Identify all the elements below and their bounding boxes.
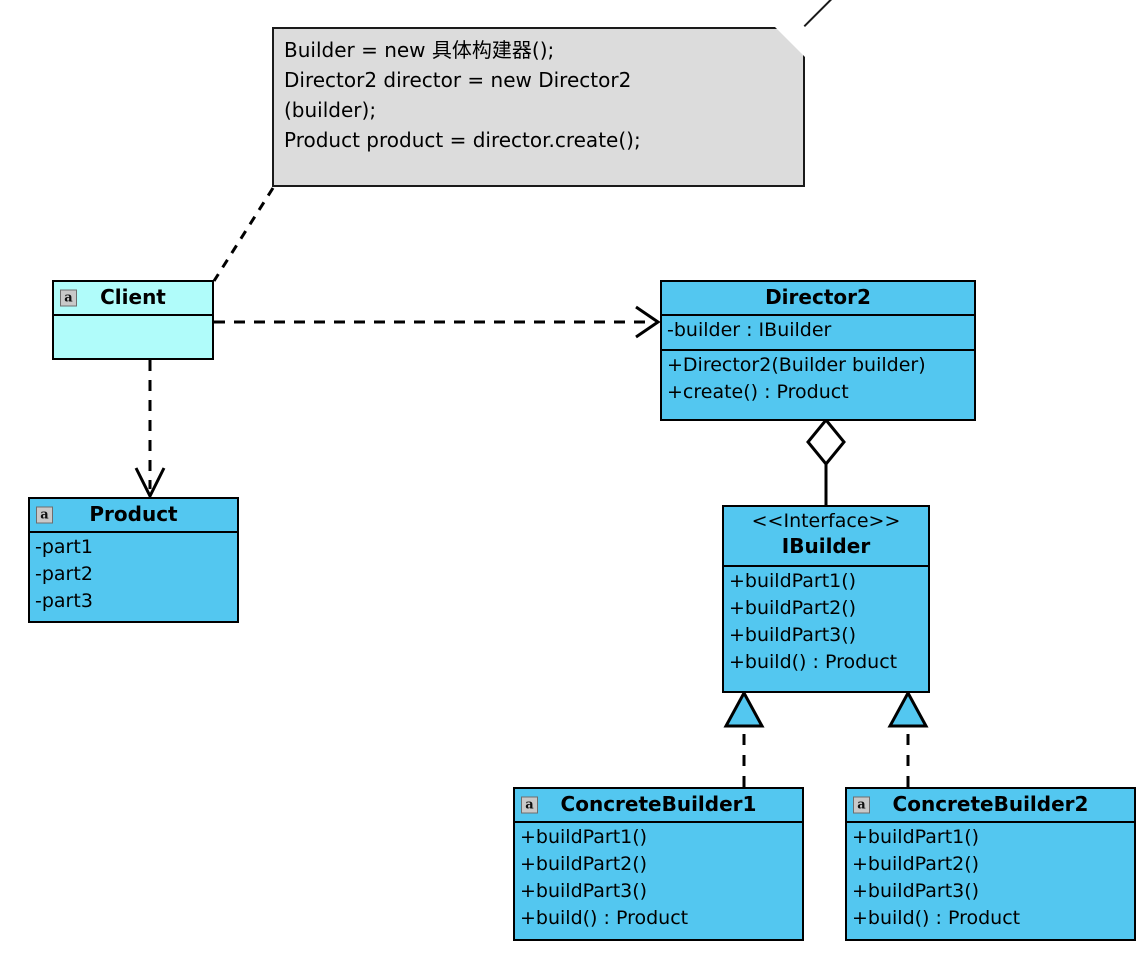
class-name-concretebuilder2: ConcreteBuilder2 (892, 792, 1089, 816)
class-box-product[interactable]: a Product -part1 -part2 -part3 (28, 497, 239, 623)
operation-row: +build() : Product (852, 907, 1021, 929)
class-operations-director2: +Director2(Builder builder) +create() : … (662, 349, 974, 409)
class-operations-concretebuilder1: +buildPart1() +buildPart2() +buildPart3(… (515, 821, 802, 935)
code-note: Builder = new 具体构建器(); Director2 directo… (272, 0, 836, 187)
operation-row: +build() : Product (520, 907, 689, 929)
operation-row: +buildPart2() (729, 597, 857, 619)
arrowhead-client-director2 (635, 305, 661, 339)
class-a-icon: a (521, 796, 538, 814)
class-header-concretebuilder2: a ConcreteBuilder2 (847, 789, 1134, 821)
arrowhead-client-product (134, 467, 166, 500)
operation-row: +buildPart2() (520, 853, 648, 875)
operation-row: +buildPart1() (520, 826, 648, 848)
note-line: Builder = new 具体构建器(); (284, 38, 555, 62)
operation-row: +Director2(Builder builder) (667, 354, 926, 376)
class-operations-concretebuilder2: +buildPart1() +buildPart2() +buildPart3(… (847, 821, 1134, 935)
operation-row: +buildPart3() (852, 880, 980, 902)
class-box-director2[interactable]: Director2 -builder : IBuilder +Director2… (660, 280, 976, 421)
note-fold-line-icon (803, 0, 836, 27)
attribute-row: -part2 (35, 563, 93, 585)
edge-note-anchor-client (212, 187, 275, 282)
operation-row: +create() : Product (667, 381, 849, 403)
class-name-client: Client (100, 285, 166, 309)
operation-row: +buildPart3() (729, 624, 857, 646)
class-header-client: a Client (54, 282, 212, 314)
class-header-director2: Director2 (662, 282, 974, 314)
class-name-director2: Director2 (765, 285, 871, 309)
class-stereotype-ibuilder: <<Interface>> (751, 510, 901, 532)
class-a-icon: a (853, 796, 870, 814)
attribute-row: -builder : IBuilder (667, 319, 832, 341)
class-box-ibuilder[interactable]: <<Interface>> IBuilder +buildPart1() +bu… (722, 505, 930, 693)
note-line: Director2 director = new Director2 (284, 68, 632, 92)
class-attributes-product: -part1 -part2 -part3 (30, 531, 237, 618)
attribute-row: -part1 (35, 536, 93, 558)
class-a-icon: a (36, 506, 53, 524)
class-header-concretebuilder1: a ConcreteBuilder1 (515, 789, 802, 821)
operation-row: +buildPart2() (852, 853, 980, 875)
class-operations-ibuilder: +buildPart1() +buildPart2() +buildPart3(… (724, 565, 928, 679)
class-attributes-director2: -builder : IBuilder (662, 314, 974, 349)
hollow-diamond-director2 (806, 417, 846, 467)
class-body-client (54, 314, 212, 358)
operation-row: +buildPart3() (520, 880, 648, 902)
class-box-concretebuilder2[interactable]: a ConcreteBuilder2 +buildPart1() +buildP… (845, 787, 1136, 941)
class-name-ibuilder: IBuilder (781, 534, 871, 558)
class-name-product: Product (89, 502, 178, 526)
class-a-icon: a (60, 289, 77, 307)
note-fold-corner-icon (775, 27, 805, 57)
hollow-triangle-cb2 (887, 689, 929, 728)
note-line: (builder); (284, 98, 377, 122)
class-header-product: a Product (30, 499, 237, 531)
operation-row: +build() : Product (729, 651, 898, 673)
class-name-concretebuilder1: ConcreteBuilder1 (560, 792, 757, 816)
class-box-client[interactable]: a Client (52, 280, 214, 360)
operation-row: +buildPart1() (729, 570, 857, 592)
note-line: Product product = director.create(); (284, 128, 641, 152)
class-header-ibuilder: <<Interface>> IBuilder (724, 507, 928, 565)
operation-row: +buildPart1() (852, 826, 980, 848)
attribute-row: -part3 (35, 590, 93, 612)
class-box-concretebuilder1[interactable]: a ConcreteBuilder1 +buildPart1() +buildP… (513, 787, 804, 941)
hollow-triangle-cb1 (723, 689, 765, 728)
